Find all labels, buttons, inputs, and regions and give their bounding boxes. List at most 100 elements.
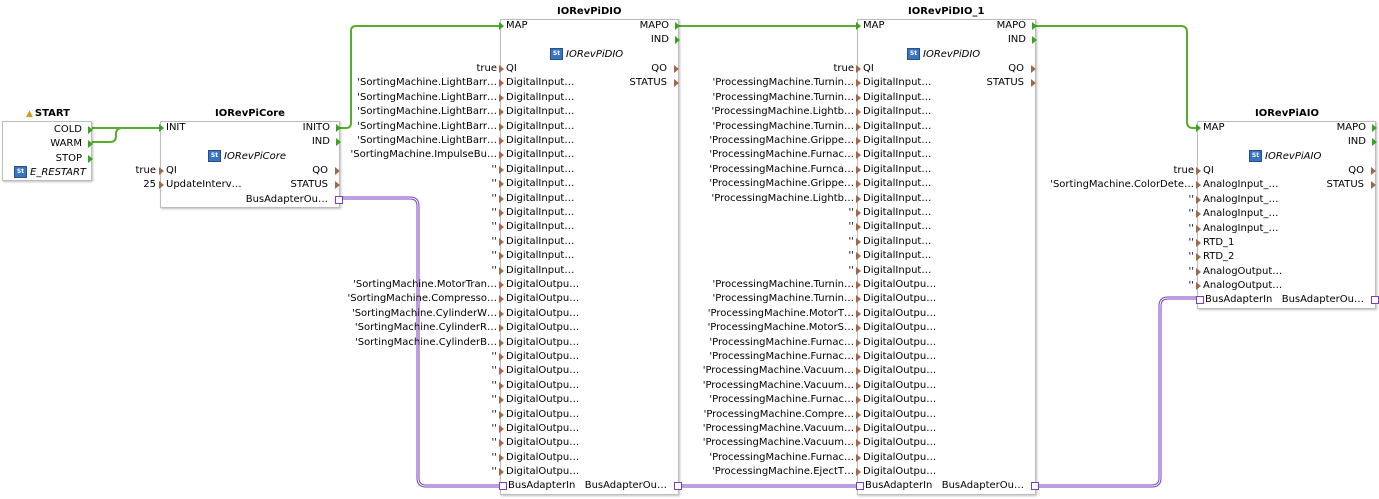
dio1-output-pin-ind[interactable] [1032, 36, 1037, 45]
dio1-digital-output-value-4[interactable]: 'ProcessingMachine.Furnac… [709, 336, 854, 348]
core-data-output-pin-0[interactable] [335, 167, 340, 175]
dio-input-qi-value[interactable]: true [476, 63, 497, 74]
dio1-digital-input-pin-1[interactable] [856, 93, 861, 102]
dio1-digital-input-pin-11[interactable] [856, 237, 861, 246]
dio1-digital-input-pin-13[interactable] [856, 266, 861, 275]
dio-digital-output-pin-5[interactable] [499, 353, 504, 361]
aio-input-pin-3[interactable] [1196, 210, 1201, 219]
dio1-digital-input-pin-0[interactable] [856, 79, 861, 88]
dio-digital-output-value-12[interactable]: '' [491, 451, 498, 463]
dio1-digital-input-value-9[interactable]: '' [848, 207, 855, 218]
dio-digital-output-value-5[interactable]: '' [491, 351, 498, 362]
aio-input-pin-2[interactable] [1196, 195, 1201, 204]
aio-input-pin-0[interactable] [1196, 167, 1201, 175]
dio-digital-input-value-12[interactable]: '' [491, 250, 498, 262]
dio1-digital-input-pin-7[interactable] [856, 180, 861, 189]
dio1-data-output-pin-qo[interactable] [1031, 65, 1036, 73]
dio-input-pin-map[interactable] [499, 22, 504, 30]
aio-input-value-6[interactable]: '' [1188, 251, 1195, 263]
core-output-pin-inito[interactable] [336, 124, 341, 132]
aio-input-value-5[interactable]: '' [1188, 237, 1195, 248]
dio1-digital-input-value-8[interactable]: 'ProcessingMachine.Lightb… [711, 192, 855, 204]
aio-input-value-7[interactable]: '' [1188, 265, 1195, 277]
dio-digital-input-value-2[interactable]: 'SortingMachine.LightBarr… [357, 106, 497, 118]
dio1-digital-input-value-7[interactable]: 'ProcessingMachine.Grippe… [709, 178, 854, 190]
aio-input-value-8[interactable]: '' [1188, 280, 1195, 292]
dio1-digital-input-pin-9[interactable] [856, 209, 861, 217]
dio-digital-input-pin-4[interactable] [499, 137, 504, 145]
dio1-digital-input-value-1[interactable]: 'ProcessingMachine.Turnin… [712, 91, 854, 103]
dio-digital-input-pin-9[interactable] [499, 209, 504, 217]
dio-digital-input-value-3[interactable]: 'SortingMachine.LightBarr… [357, 120, 497, 132]
aio-input-value-4[interactable]: '' [1188, 222, 1195, 234]
dio-input-pin-qi[interactable] [499, 65, 504, 73]
dio1-digital-output-value-0[interactable]: 'ProcessingMachine.Turnin… [712, 279, 854, 290]
dio-digital-output-pin-9[interactable] [499, 410, 504, 419]
dio-digital-input-pin-11[interactable] [499, 237, 504, 246]
core-data-output-pin-2[interactable] [335, 195, 343, 204]
aio-input-pin-5[interactable] [1196, 239, 1201, 247]
dio1-digital-output-pin-6[interactable] [856, 367, 861, 376]
dio-digital-output-value-3[interactable]: 'SortingMachine.CylinderR… [354, 322, 497, 334]
dio-digital-input-value-7[interactable]: '' [491, 178, 498, 190]
dio-digital-output-pin-4[interactable] [499, 338, 504, 347]
dio1-adapter-in-pin[interactable] [856, 482, 864, 490]
dio1-digital-input-pin-3[interactable] [856, 122, 861, 131]
aio-input-value-0[interactable]: true [1173, 165, 1194, 176]
dio1-digital-input-pin-2[interactable] [856, 108, 861, 117]
dio-digital-output-pin-12[interactable] [499, 453, 504, 462]
event-wire-mapo1-map[interactable] [1034, 25, 1197, 129]
dio-digital-output-pin-2[interactable] [499, 309, 504, 318]
aio-input-pin-8[interactable] [1196, 282, 1201, 291]
dio1-digital-input-value-12[interactable]: '' [848, 250, 855, 262]
dio-digital-input-value-13[interactable]: '' [491, 264, 498, 276]
dio-digital-input-value-0[interactable]: 'SortingMachine.LightBarr… [357, 77, 497, 89]
dio1-digital-output-pin-12[interactable] [856, 453, 861, 462]
aio-input-pin-1[interactable] [1196, 181, 1201, 190]
event-wire-warm-init[interactable] [89, 127, 160, 143]
dio1-digital-input-value-4[interactable]: 'ProcessingMachine.Grippe… [709, 135, 854, 146]
dio-digital-input-pin-5[interactable] [499, 151, 504, 160]
dio-digital-input-pin-0[interactable] [499, 79, 504, 88]
dio1-digital-input-pin-6[interactable] [856, 165, 861, 174]
dio-digital-output-pin-8[interactable] [499, 396, 504, 405]
dio-digital-output-value-13[interactable]: '' [491, 466, 498, 478]
dio-digital-input-pin-10[interactable] [499, 223, 504, 232]
dio-data-output-pin-status[interactable] [674, 79, 679, 88]
dio1-data-output-pin-status[interactable] [1031, 79, 1036, 88]
adapter-wire-core-dio[interactable] [338, 196, 500, 488]
dio-adapter-out-pin[interactable] [674, 482, 682, 490]
dio1-digital-output-pin-10[interactable] [856, 425, 861, 433]
aio-data-output-pin-status[interactable] [1371, 181, 1376, 190]
dio1-digital-output-pin-0[interactable] [856, 281, 861, 289]
dio-digital-output-pin-1[interactable] [499, 295, 504, 304]
dio-digital-input-value-6[interactable]: '' [491, 163, 498, 175]
dio-digital-input-pin-13[interactable] [499, 266, 504, 275]
dio1-digital-input-value-11[interactable]: '' [848, 235, 855, 247]
dio-digital-output-value-10[interactable]: '' [491, 423, 498, 434]
dio-digital-output-pin-0[interactable] [499, 281, 504, 289]
dio-digital-input-value-8[interactable]: '' [491, 192, 498, 204]
event-wire-inito-map[interactable] [338, 25, 500, 129]
aio-input-value-3[interactable]: '' [1188, 208, 1195, 220]
dio1-digital-output-value-7[interactable]: 'ProcessingMachine.Vacuum… [702, 379, 854, 391]
dio1-input-pin-qi[interactable] [856, 65, 861, 73]
dio-digital-output-value-0[interactable]: 'SortingMachine.MotorTran… [353, 279, 497, 290]
dio-digital-output-value-11[interactable]: '' [491, 437, 498, 449]
dio1-digital-input-pin-12[interactable] [856, 252, 861, 261]
dio1-input-qi-value[interactable]: true [833, 63, 854, 74]
dio1-digital-input-value-0[interactable]: 'ProcessingMachine.Turnin… [712, 77, 854, 89]
aio-output-pin-ind[interactable] [1372, 138, 1377, 147]
dio1-digital-output-pin-9[interactable] [856, 410, 861, 419]
block-dio1[interactable] [857, 19, 1036, 495]
dio-digital-output-value-2[interactable]: 'SortingMachine.CylinderW… [351, 307, 497, 319]
dio-digital-output-pin-10[interactable] [499, 425, 504, 433]
dio1-digital-input-value-2[interactable]: 'ProcessingMachine.Lightb… [711, 106, 855, 118]
dio-digital-output-pin-7[interactable] [499, 381, 504, 390]
aio-input-pin-map[interactable] [1196, 124, 1201, 132]
dio1-digital-output-pin-1[interactable] [856, 295, 861, 304]
dio-digital-output-pin-13[interactable] [499, 468, 504, 477]
dio-digital-input-value-5[interactable]: 'SortingMachine.ImpulseBu… [350, 149, 497, 161]
dio1-digital-output-value-12[interactable]: 'ProcessingMachine.Furnac… [709, 451, 854, 463]
dio1-digital-output-value-6[interactable]: 'ProcessingMachine.Vacuum… [702, 365, 854, 377]
